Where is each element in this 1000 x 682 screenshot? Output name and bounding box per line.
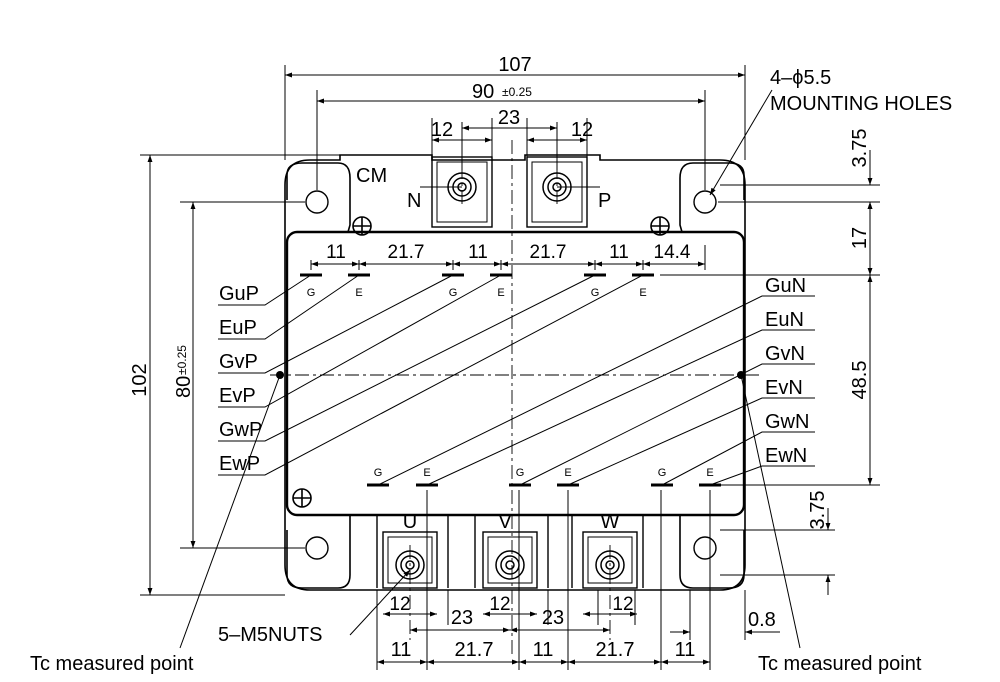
dim-case-offset: 0.8 (748, 609, 776, 631)
screw-heads (292, 216, 670, 508)
pin-label-eup: EuP (219, 317, 257, 339)
mounting-holes-count: 4–ϕ5.5 (770, 67, 831, 89)
pin-label-gun: GuN (765, 275, 806, 297)
dim-hole-bottom-offset: 3.75 (807, 491, 829, 530)
pin-mark-bottom-3: G (516, 467, 525, 479)
dim-hole-top-offset: 3.75 (849, 129, 871, 168)
pin-label-gup: GuP (219, 283, 259, 305)
dim-bottom-nut-width-u: 12 (389, 594, 410, 615)
dim-pin-row-gap: 48.5 (849, 361, 871, 400)
center-lines (270, 140, 760, 655)
package-outline (284, 154, 746, 591)
dim-bottom-pitch-5: 11 (675, 639, 696, 661)
dim-top-pitch-4: 21.7 (530, 242, 567, 263)
terminal-v-label: V (498, 511, 512, 533)
pin-mark-top-5: G (591, 287, 600, 299)
leader-lines (179, 89, 815, 649)
pin-label-ewn: EwN (765, 445, 807, 467)
dim-bottom-pitch-1: 11 (391, 639, 412, 661)
dim-bottom-nut-pitch-1: 23 (451, 607, 473, 629)
dim-nut-width-n: 12 (431, 119, 453, 141)
pin-label-gvn: GvN (765, 343, 805, 365)
model-label: CM (356, 165, 387, 187)
pin-label-evn: EvN (765, 377, 803, 399)
terminal-p-label: P (598, 190, 611, 212)
nuts-label: 5–M5NUTS (218, 624, 322, 646)
pin-mark-bottom-6: E (706, 467, 713, 479)
pin-mark-bottom-2: E (423, 467, 430, 479)
dim-hole-pitch-tol: ±0.25 (502, 85, 532, 99)
dim-overall-height: 102 (129, 363, 151, 396)
dim-top-pitch-5: 11 (609, 242, 629, 263)
dimension-lines (140, 65, 880, 670)
terminal-u-label: U (403, 511, 417, 533)
pin-mark-top-1: G (307, 287, 316, 299)
pin-mark-top-6: E (639, 287, 646, 299)
pin-label-ewp: EwP (219, 453, 260, 475)
mounting-holes-label: MOUNTING HOLES (770, 93, 952, 115)
dim-bottom-pitch-3: 11 (533, 639, 554, 661)
pin-mark-bottom-5: G (658, 467, 667, 479)
dim-top-pitch-6: 14.4 (654, 242, 691, 263)
pin-mark-top-3: G (449, 287, 458, 299)
dim-nut-width-p: 12 (571, 119, 593, 141)
pin-label-gwp: GwP (219, 419, 262, 441)
dim-top-pitch-2: 21.7 (388, 242, 425, 263)
dim-top-pitch-3: 11 (468, 242, 488, 263)
dim-hole-height-pitch: 80 (173, 376, 195, 398)
dim-overall-width: 107 (498, 54, 531, 76)
pin-label-eun: EuN (765, 309, 804, 331)
pin-mark-top-2: E (355, 287, 362, 299)
dim-hole-to-pin: 17 (849, 227, 871, 249)
pin-mark-bottom-4: E (564, 467, 571, 479)
tc-left-label: Tc measured point (30, 653, 194, 675)
dim-bottom-nut-width-v: 12 (489, 594, 510, 615)
dim-bottom-pitch-4: 21.7 (596, 639, 635, 661)
dim-bottom-nut-pitch-2: 23 (542, 607, 564, 629)
dim-top-pitch-1: 11 (326, 242, 346, 263)
terminal-w-label: W (601, 511, 620, 533)
pin-mark-bottom-1: G (374, 467, 383, 479)
dim-nut-pitch: 23 (498, 107, 520, 129)
dim-bottom-nut-width-w: 12 (612, 594, 633, 615)
pin-label-evp: EvP (219, 385, 256, 407)
pin-mark-top-4: E (497, 287, 504, 299)
terminal-n-label: N (407, 190, 421, 212)
control-pins (300, 273, 721, 487)
pin-label-gvp: GvP (219, 351, 258, 373)
tc-right-label: Tc measured point (758, 653, 922, 675)
dim-hole-pitch: 90 (472, 81, 494, 103)
dim-hole-height-tol: ±0.25 (175, 345, 189, 375)
dim-bottom-pitch-2: 21.7 (455, 639, 494, 661)
pin-label-gwn: GwN (765, 411, 809, 433)
mounting-holes (305, 190, 717, 560)
